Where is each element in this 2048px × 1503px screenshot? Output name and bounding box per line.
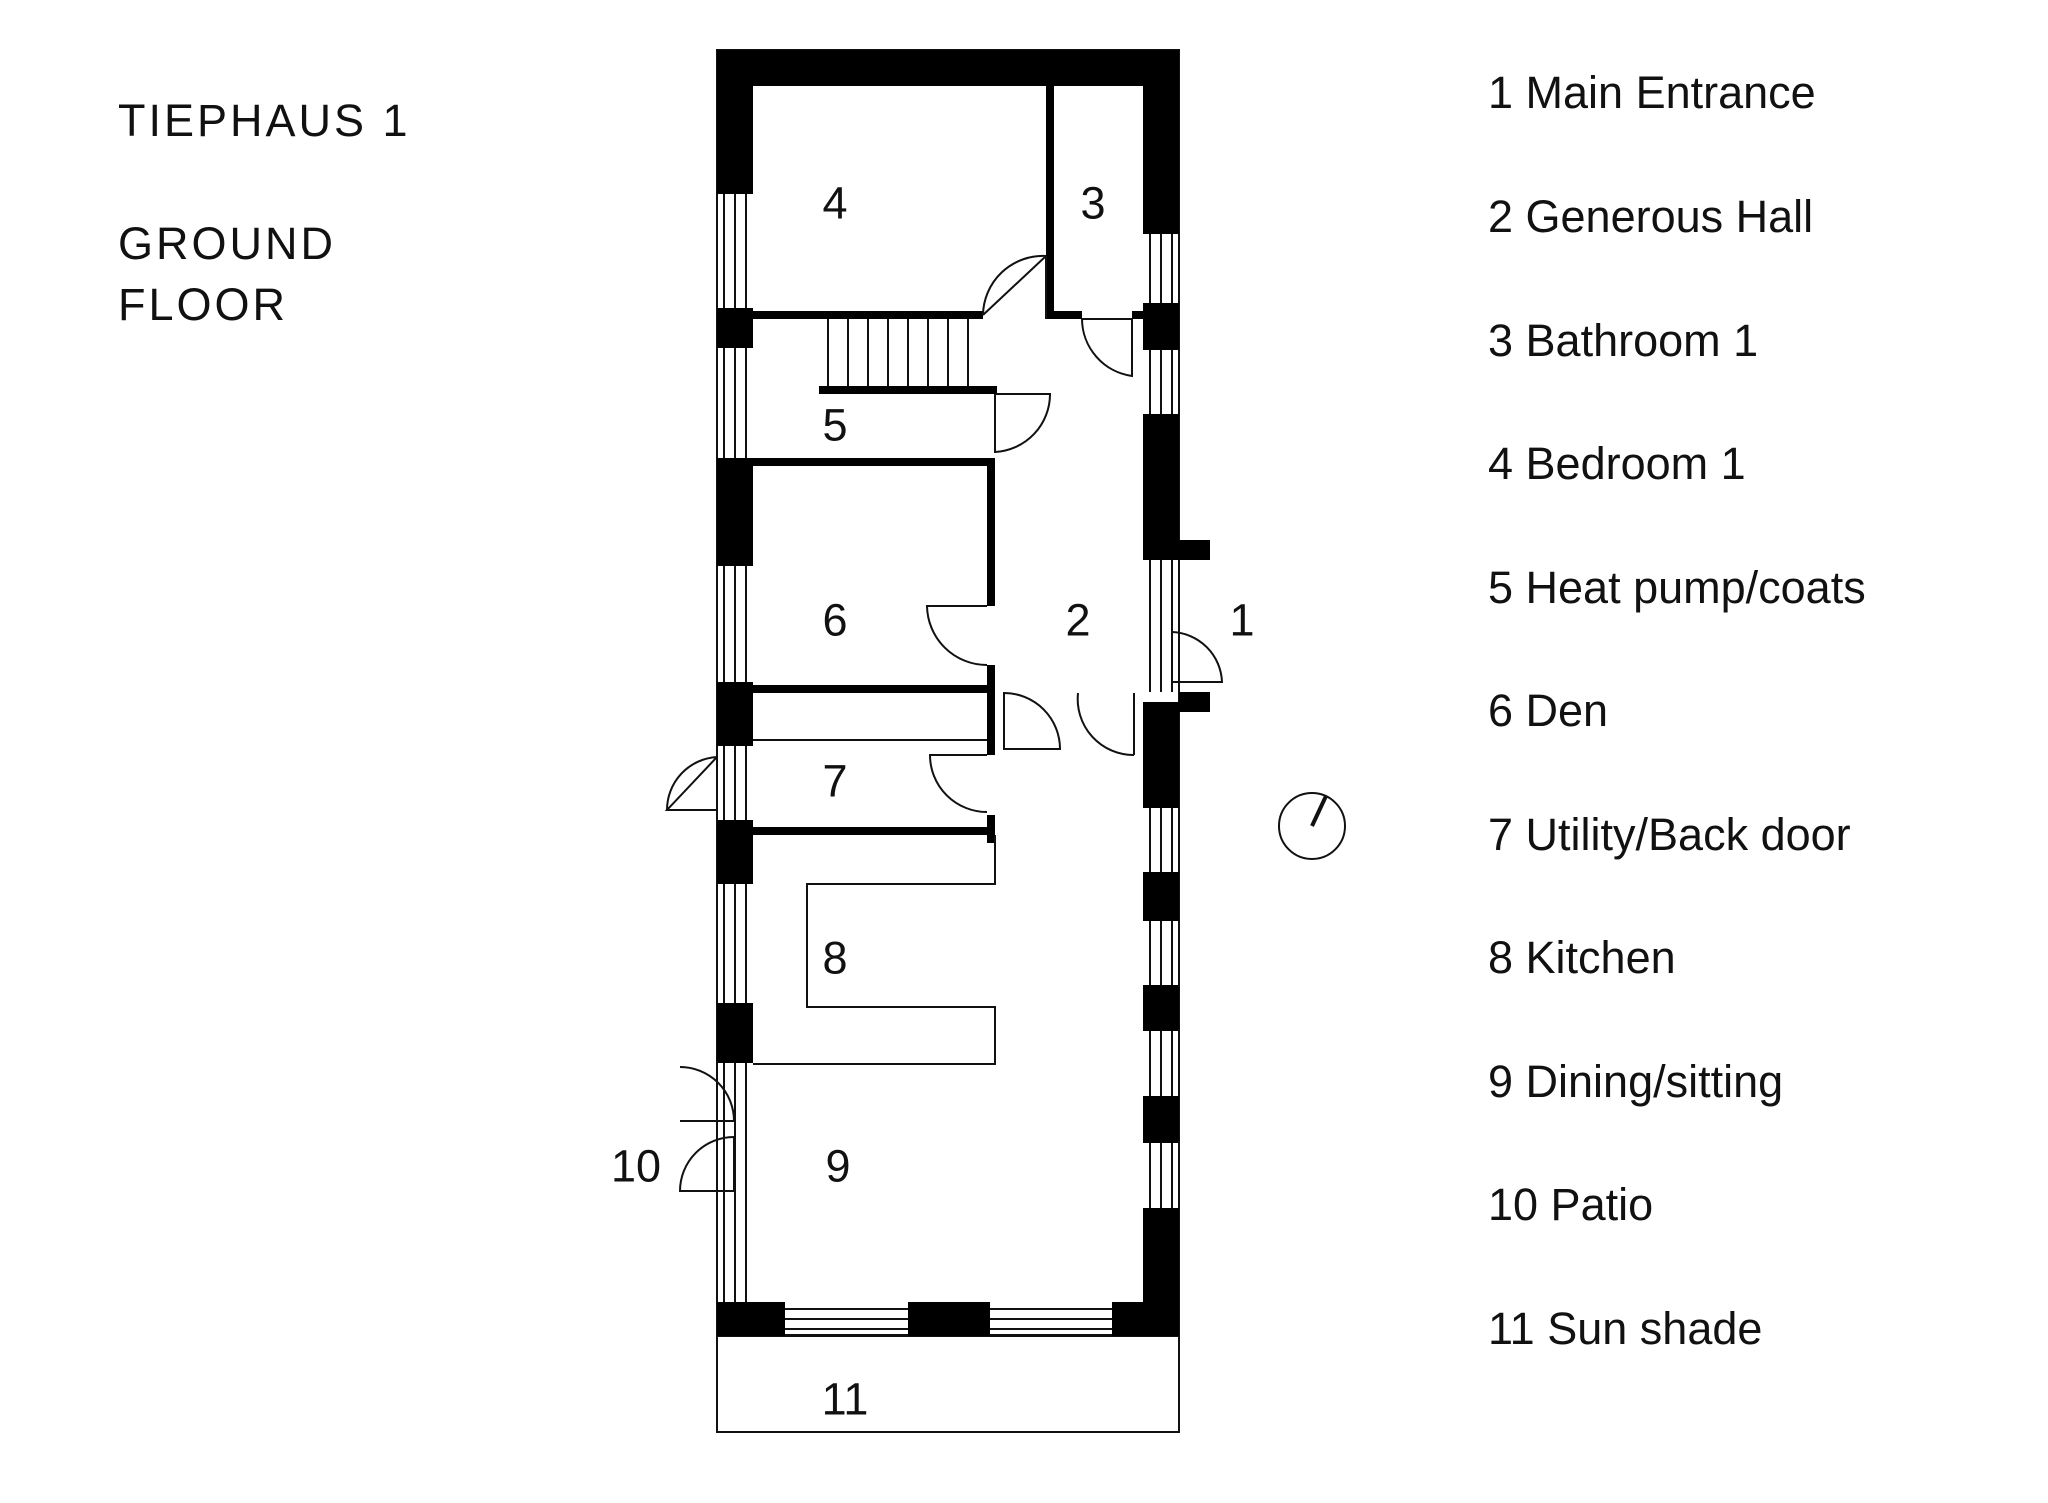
wall-bathroom-stub-right [1132,311,1143,319]
wall-bedroom-bottom [753,311,983,319]
stairs [827,319,969,386]
wall-right-seg [1143,414,1179,560]
wall-right-seg [1143,1096,1179,1143]
legend-item-bedroom-1: 4 Bedroom 1 [1488,438,1746,489]
wall-utility-bottom [753,827,995,835]
plan-title: TIEPHAUS 1 [118,95,411,146]
window [990,1308,1112,1330]
window [1149,350,1173,414]
legend-item-bathroom-1: 3 Bathroom 1 [1488,315,1759,366]
legend-item-utility-back-door: 7 Utility/Back door [1488,809,1851,860]
wall-right-seg [1143,86,1179,234]
wall-left-seg [717,86,753,194]
wall-bathroom-left [1046,86,1054,319]
room-label-4: 4 [822,177,848,229]
wall-stair-line [819,386,997,394]
wall-right-seg [1143,303,1179,350]
window [1149,808,1173,872]
room-label-1: 1 [1229,594,1255,646]
door-patio-lower [678,1135,735,1192]
window [785,1308,908,1330]
wall-den-bottom [753,685,995,693]
wall-right-seg [1143,1208,1179,1302]
sun-shade-outline [716,1335,1180,1433]
room-label-11: 11 [821,1373,869,1425]
legend-item-patio: 10 Patio [1488,1179,1654,1230]
window [1149,1031,1173,1096]
door-bedroom [982,254,1047,316]
wall-utility-stub [987,815,995,843]
door-swings [664,254,1224,1192]
windows [723,194,1173,1330]
wall-den-right [987,458,995,606]
compass-icon [1278,792,1346,860]
legend-item-generous-hall: 2 Generous Hall [1488,191,1814,242]
wall-bottom-seg [717,1302,785,1336]
door-hall-left [1003,691,1062,750]
window [1149,921,1173,985]
wall-den-top [753,458,995,466]
wall-right-seg [1143,985,1179,1031]
wall-bottom-seg [908,1302,990,1336]
wall-right-seg [1143,702,1179,808]
room-label-5: 5 [822,399,848,451]
wall-left-seg [717,820,753,884]
exterior-walls [717,50,1210,1336]
wall-left-seg [717,1003,753,1063]
room-label-7: 7 [822,755,848,807]
wall-left-seg [717,682,753,746]
window [723,884,747,1003]
door-entrance [1171,631,1224,683]
door-bathroom [1081,318,1133,378]
wall-left-seg [717,308,753,348]
wall-left-seg [717,458,753,566]
window [723,566,747,682]
door-patio-upper [679,1066,736,1122]
fixtures [753,739,996,1065]
room-label-2: 2 [1065,594,1091,646]
room-label-9: 9 [825,1140,851,1192]
wall-top [717,50,1179,86]
room-label-6: 6 [822,594,848,646]
window [1149,234,1173,303]
interior-walls [753,86,1143,843]
legend-item-heat-pump-coats: 5 Heat pump/coats [1488,562,1866,613]
entrance-wing-bottom [1179,692,1210,712]
legend-item-kitchen: 8 Kitchen [1488,932,1676,983]
legend-item-den: 6 Den [1488,685,1609,736]
legend-item-main-entrance: 1 Main Entrance [1488,67,1816,118]
wall-utility-right [987,665,995,755]
door-utility [928,754,988,813]
door-den [925,605,988,666]
door-hall-right [1076,692,1135,757]
window [723,348,747,458]
legend-item-dining-sitting: 9 Dining/sitting [1488,1056,1784,1107]
wall-right-seg [1143,872,1179,921]
room-label-3: 3 [1080,177,1106,229]
wall-bottom-seg [1112,1302,1179,1336]
wall-bathroom-stub [1054,311,1082,319]
plan-subtitle-line1: GROUND [118,218,336,269]
room-label-10: 10 [610,1140,662,1192]
entrance-door-frame [1149,560,1173,692]
door-back [664,756,718,811]
legend-item-sun-shade: 11 Sun shade [1488,1303,1763,1354]
kitchen-counter [753,835,996,1065]
door-heat-pump [994,393,1052,454]
window [723,194,747,308]
room-label-8: 8 [822,932,848,984]
window [723,746,747,820]
entrance-wing-top [1179,540,1210,560]
plan-subtitle-line2: FLOOR [118,279,289,330]
window [1149,1143,1173,1208]
